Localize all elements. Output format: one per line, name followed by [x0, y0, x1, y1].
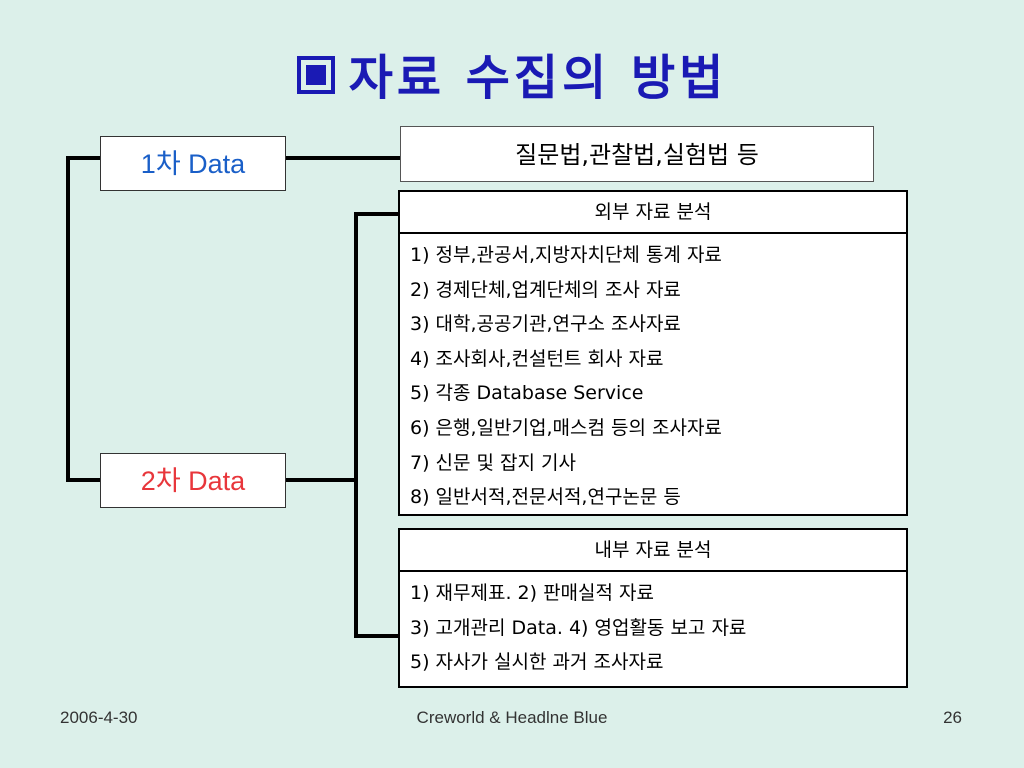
footer-date: 2006-4-30 [60, 708, 138, 727]
connector-external [354, 212, 398, 216]
footer-center-text: Creworld & Headlne Blue [416, 708, 608, 727]
list-item: 4) 조사회사,컨설턴트 회사 자료 [410, 347, 664, 370]
list-item: 3) 고개관리 Data. 4) 영업활동 보고 자료 [410, 616, 747, 639]
connector-internal [354, 634, 398, 638]
list-item: 1) 재무제표. 2) 판매실적 자료 [410, 582, 655, 604]
connector-box1-method [286, 156, 400, 160]
list-item: 3) 대학,공공기관,연구소 조사자료 [410, 313, 681, 336]
secondary-data-box: 2차 Data [100, 453, 286, 508]
connector-box2-right [286, 478, 356, 482]
external-analysis-panel: 외부 자료 분석 1) 정부,관공서,지방자치단체 통계 자료 2) 경제단체,… [398, 190, 908, 516]
connector-box1-left [66, 156, 100, 160]
list-item: 1) 정부,관공서,지방자치단체 통계 자료 [410, 244, 722, 266]
list-item: 5) 각종 Database Service [410, 382, 644, 405]
external-analysis-list: 1) 정부,관공서,지방자치단체 통계 자료 2) 경제단체,업계단체의 조사 … [400, 234, 906, 515]
external-analysis-header: 외부 자료 분석 [400, 192, 906, 234]
internal-analysis-list: 1) 재무제표. 2) 판매실적 자료 3) 고개관리 Data. 4) 영업활… [400, 572, 906, 680]
slide-title: 자료 수집의 방법 [0, 38, 1024, 108]
square-bullet-icon [296, 56, 335, 94]
footer-page-number: 26 [943, 708, 962, 727]
list-item: 8) 일반서적,전문서적,연구논문 등 [410, 486, 681, 509]
connector-right-vertical [354, 212, 358, 638]
list-item: 6) 은행,일반기업,매스컴 등의 조사자료 [410, 416, 722, 439]
internal-analysis-panel: 내부 자료 분석 1) 재무제표. 2) 판매실적 자료 3) 고개관리 Dat… [398, 528, 908, 688]
connector-box2-left [66, 478, 100, 482]
list-item: 2) 경제단체,업계단체의 조사 자료 [410, 278, 681, 301]
connector-left-vertical [66, 156, 70, 482]
list-item: 5) 자사가 실시한 과거 조사자료 [410, 651, 664, 674]
primary-method-box: 질문법,관찰법,실험법 등 [400, 126, 874, 182]
primary-data-box: 1차 Data [100, 136, 286, 191]
internal-analysis-header: 내부 자료 분석 [400, 530, 906, 572]
slide-title-text: 자료 수집의 방법 [348, 50, 728, 106]
list-item: 7) 신문 및 잡지 기사 [410, 451, 577, 474]
